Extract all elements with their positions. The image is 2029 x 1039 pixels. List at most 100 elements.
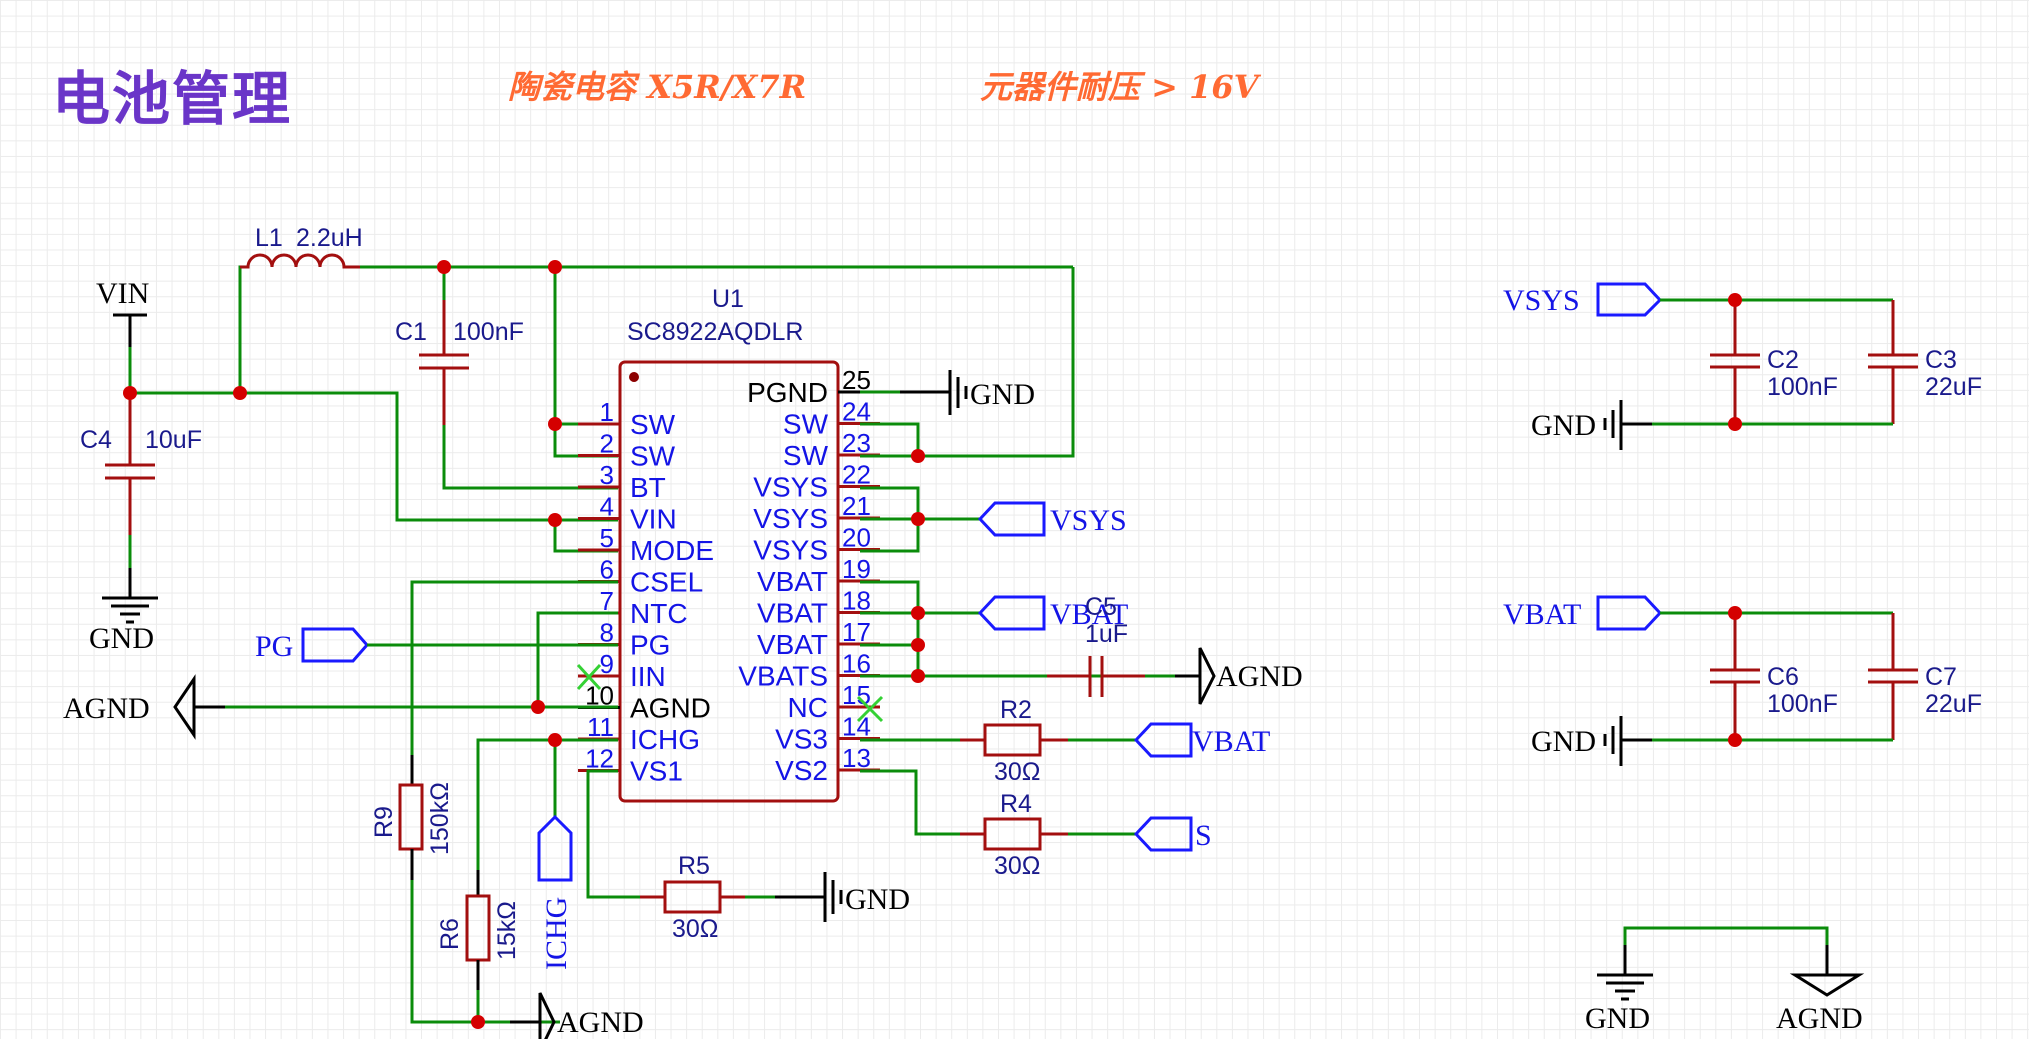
pin-name: VBAT [757,566,828,597]
pin-name: VSYS [753,472,828,503]
capacitor-c2[interactable]: C2 100nF [1710,346,1838,424]
capacitor-c6[interactable]: C6 100nF [1710,663,1838,740]
c5-ref: C5 [1085,593,1117,621]
pin-number: 19 [842,554,871,584]
inductor-l1[interactable]: L1 2.2uH [240,224,363,269]
pin-number: 24 [842,397,871,427]
netflag-s[interactable]: S [1133,816,1212,852]
pin-name: VSYS [753,503,828,534]
netflag-vsys-right[interactable]: VSYS [1503,282,1663,317]
vin-power-symbol[interactable]: VIN [96,277,149,347]
gnd-symbol-vbat[interactable]: GND [1531,716,1652,766]
pin-name: VS1 [630,756,683,787]
junctions [123,260,1742,1029]
pin-number: 11 [587,712,614,742]
capacitor-c3[interactable]: C3 22uF [1868,300,1982,424]
c4-ref: C4 [80,426,112,454]
no-connect-pin9 [576,663,602,691]
gnd-label-tie: GND [1585,1002,1650,1035]
voltage-note: 元器件耐压 > 16V [980,68,1259,106]
r2-ref: R2 [1000,696,1032,724]
pin-number: 13 [842,743,871,773]
gnd-symbol-vsys[interactable]: GND [1531,400,1652,450]
r9-ref: R9 [370,806,398,838]
agnd-symbol-left[interactable]: AGND [63,674,225,740]
agnd-symbol-c5[interactable]: AGND [1175,647,1303,705]
gnd-label: GND [89,622,154,655]
gnd-symbol-tie[interactable]: GND [1585,945,1653,1035]
pin-name: VS2 [775,755,828,786]
resistor-r9[interactable]: R9 150kΩ [370,755,454,880]
gnd-label-vsys: GND [1531,409,1596,442]
pin-name: NC [788,692,828,723]
pin-name: SW [630,441,676,472]
pin-number: 22 [842,460,871,490]
pin-name: AGND [630,693,711,724]
pin-number: 20 [842,523,871,553]
netflag-vsys[interactable]: VSYS [977,501,1127,537]
resistor-r5[interactable]: R5 30Ω [640,852,745,943]
ic-u1[interactable]: U1 SC8922AQDLR [618,285,840,803]
c5-value: 1uF [1085,620,1128,648]
pin-name: VBAT [757,629,828,660]
gnd-label-pgnd: GND [970,378,1035,411]
pin-name: PG [630,630,670,661]
capacitor-c5[interactable]: C5 1uF [1047,593,1145,697]
r6-ref: R6 [436,918,464,950]
ic-pin-12[interactable]: 12 VS1 [578,744,683,787]
ic-pin-18[interactable]: 18 VBAT [757,586,880,629]
netflag-vbat-r2[interactable]: VBAT [1133,722,1270,758]
resistor-r4[interactable]: R4 30Ω [960,790,1068,880]
netflag-vbat-right[interactable]: VBAT [1503,595,1663,631]
agnd-symbol-bottom[interactable]: AGND [510,992,644,1039]
ic-pin-22[interactable]: 22 VSYS [753,460,880,503]
resistor-r2[interactable]: R2 30Ω [960,696,1068,786]
no-connect-pin15 [856,695,884,723]
netflag-vbat[interactable]: VBAT [977,595,1128,631]
pin-name: ICHG [630,724,700,755]
c7-value: 22uF [1925,690,1982,718]
ic-pin-19[interactable]: 19 VBAT [757,554,880,597]
capacitor-c1[interactable]: C1 100nF [395,300,524,425]
pin-number: 4 [600,492,614,522]
c3-value: 22uF [1925,373,1982,401]
resistor-r6[interactable]: R6 15kΩ [436,870,521,990]
pin-number: 12 [585,744,614,774]
agnd-label-c5: AGND [1216,660,1303,693]
l1-value: 2.2uH [296,224,363,252]
pin-number: 25 [842,365,871,395]
pin-number: 18 [842,586,871,616]
netflag-ichg[interactable]: ICHG [537,814,573,970]
pin-name: VBAT [757,598,828,629]
capacitor-c4[interactable]: C4 10uF [80,393,202,535]
agnd-symbol-tie[interactable]: AGND [1776,945,1865,1035]
s-flag-label: S [1195,819,1212,852]
capacitor-c7[interactable]: C7 22uF [1868,613,1982,740]
gnd-symbol-vin[interactable]: GND [89,568,158,655]
c3-ref: C3 [1925,346,1957,374]
c2-value: 100nF [1767,373,1838,401]
pin-number: 7 [600,586,614,616]
pin-number: 14 [842,712,871,742]
pin-name: IIN [630,661,666,692]
netflag-pg[interactable]: PG [255,627,369,663]
gnd-symbol-r5[interactable]: GND [775,872,910,922]
vsys-flag-label: VSYS [1050,504,1127,537]
gnd-symbol-pgnd[interactable]: GND [900,370,1035,415]
